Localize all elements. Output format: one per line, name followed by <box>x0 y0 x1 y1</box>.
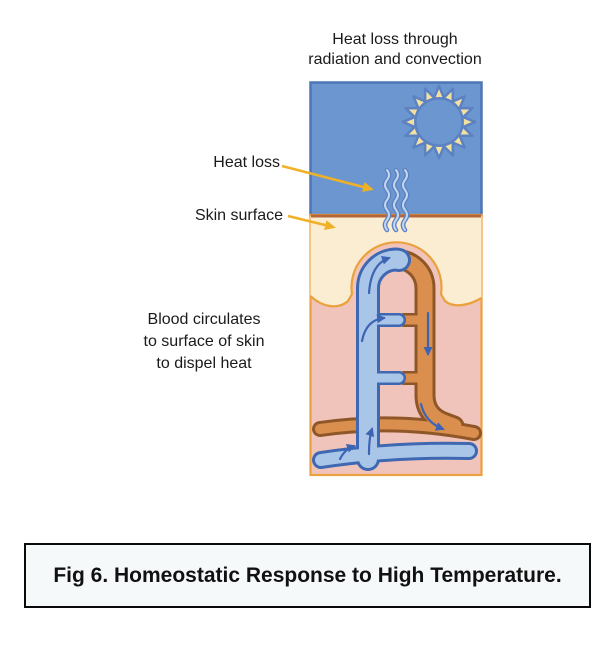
skin-surface-label: Skin surface <box>194 207 283 224</box>
sun-icon <box>401 84 477 160</box>
figure-caption: Fig 6. Homeostatic Response to High Temp… <box>53 563 562 587</box>
figure-caption-box: Fig 6. Homeostatic Response to High Temp… <box>24 543 591 608</box>
flow-arrow-icon <box>338 443 356 461</box>
flow-arrows <box>338 255 445 461</box>
sun-core <box>414 97 464 147</box>
epidermis-layer <box>310 216 482 307</box>
flow-arrow-icon <box>360 314 386 343</box>
epidermis-boundary <box>309 241 483 308</box>
flow-arrow-icon <box>367 255 391 295</box>
skin-surface-arrow-icon <box>287 214 336 230</box>
heat-loss-label: Heat loss <box>213 154 280 171</box>
flow-arrow-icon <box>419 402 445 431</box>
flow-arrow-icon <box>365 427 375 456</box>
heat-loss-arrow-icon <box>281 164 374 192</box>
figure-title: Heat loss through radiation and convecti… <box>308 31 482 68</box>
blood-circulates-label: Blood circulates to surface of skin to d… <box>143 311 265 372</box>
heat-waves-icon <box>382 167 410 233</box>
